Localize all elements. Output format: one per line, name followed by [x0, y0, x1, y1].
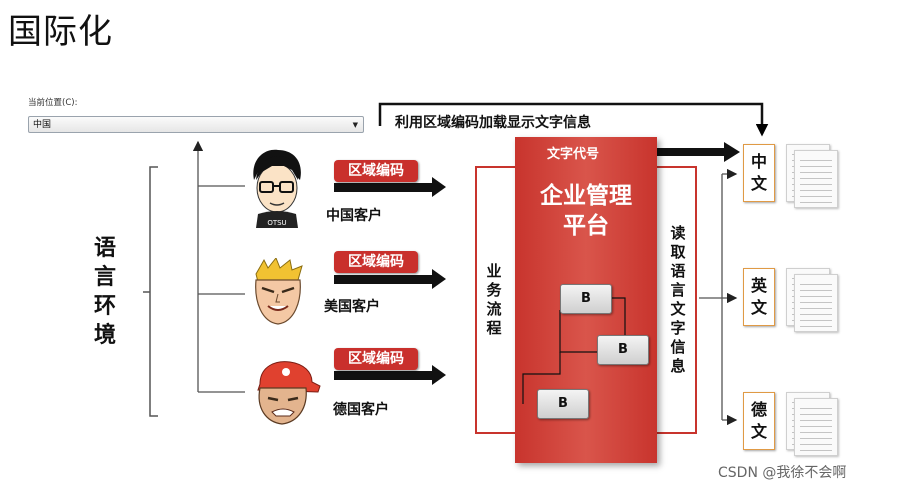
business-flow-label: 业务流程: [486, 262, 502, 337]
watermark: CSDN @我徐不会啊: [718, 465, 847, 481]
language-card-english: 英文: [743, 268, 775, 326]
load-text-arrow: [378, 102, 769, 137]
platform-title: 企业管理平台: [540, 183, 632, 239]
german-customer-avatar-icon: [257, 361, 321, 425]
text-code-label: 文字代号: [547, 147, 600, 162]
language-card-german: 德文: [743, 392, 775, 450]
customer-name-us: 美国客户: [324, 299, 380, 315]
svg-text:OTSU: OTSU: [267, 219, 286, 227]
region-arrow-2: [334, 269, 446, 289]
american-customer-avatar-icon: [255, 258, 303, 325]
customer-name-china: 中国客户: [326, 208, 382, 224]
process-box-b1: B: [560, 284, 612, 314]
location-select[interactable]: 中国 ▼: [28, 116, 364, 133]
document-page-icon: [794, 398, 838, 456]
region-code-button-2: 区域编码: [334, 251, 418, 273]
env-brace: [143, 166, 158, 417]
region-arrow-1: [334, 177, 446, 197]
text-code-arrow: [612, 142, 740, 162]
language-card-chinese: 中文: [743, 144, 775, 202]
customer-name-germany: 德国客户: [333, 402, 389, 418]
dropdown-arrow-icon[interactable]: ▼: [352, 121, 358, 129]
process-connectors: [522, 297, 626, 404]
process-box-b3: B: [537, 389, 589, 419]
read-text-label: 读取语言文字信息: [670, 224, 686, 375]
load-text-label: 利用区域编码加载显示文字信息: [395, 115, 591, 131]
document-page-icon: [794, 274, 838, 332]
page-title: 国际化: [8, 12, 113, 52]
chinese-customer-avatar-icon: OTSU: [253, 149, 301, 228]
location-value: 中国: [33, 120, 52, 130]
document-page-icon: [794, 150, 838, 208]
env-label: 语言环境: [93, 236, 116, 348]
region-arrow-3: [334, 365, 446, 385]
region-code-button-1: 区域编码: [334, 160, 418, 182]
process-box-b2: B: [597, 335, 649, 365]
region-code-button-3: 区域编码: [334, 348, 418, 370]
location-label: 当前位置(C):: [28, 98, 78, 108]
